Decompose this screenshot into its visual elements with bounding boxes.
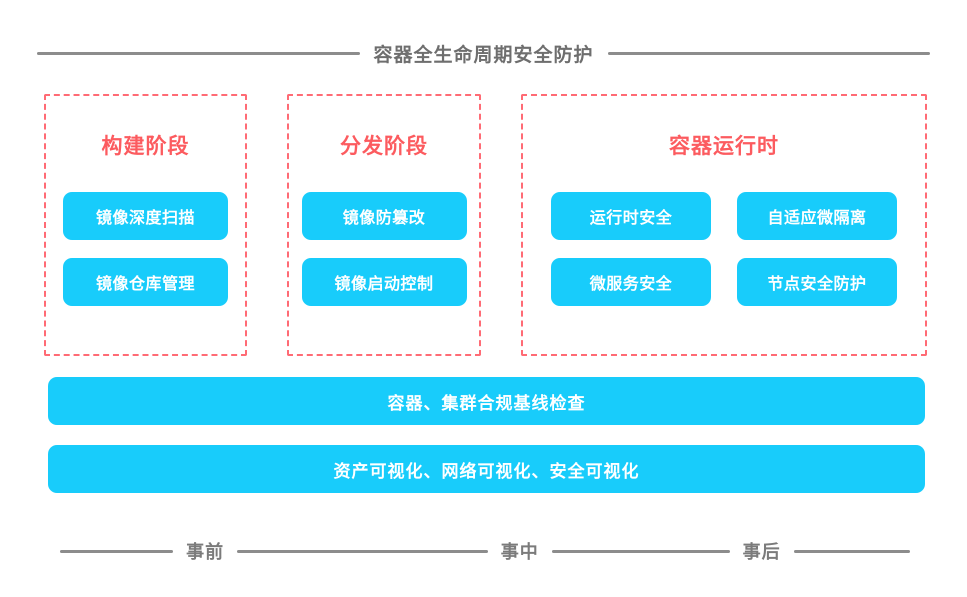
timeline-rule-1 [60,549,174,553]
title-rule-right [607,51,931,55]
capability-chip[interactable]: 镜像仓库管理 [63,258,228,306]
page-title-banner: 容器全生命周期安全防护 [37,38,931,68]
phase-panel-build: 构建阶段 镜像深度扫描 镜像仓库管理 [44,94,247,356]
phase-title-delivery: 分发阶段 [340,135,428,158]
page-title: 容器全生命周期安全防护 [373,44,594,66]
capability-chip[interactable]: 运行时安全 [551,192,711,240]
capability-chip[interactable]: 镜像防篡改 [301,192,467,240]
phase-panel-delivery: 分发阶段 镜像防篡改 镜像启动控制 [287,94,481,356]
timeline-rule-4 [793,549,911,553]
phase-title-runtime: 容器运行时 [669,135,779,158]
timeline-rule-2 [237,549,488,553]
capability-chip[interactable]: 镜像深度扫描 [63,192,228,240]
timeline-stage-during: 事中 [500,542,539,562]
platform-capability-bars: 容器、集群合规基线检查 资产可视化、网络可视化、安全可视化 [48,377,925,493]
capability-bar-compliance[interactable]: 容器、集群合规基线检查 [48,377,925,425]
capability-chip[interactable]: 自适应微隔离 [737,192,897,240]
timeline-rule-3 [551,549,730,553]
capability-chip[interactable]: 节点安全防护 [737,258,897,306]
timeline-stage-after: 事后 [742,542,781,562]
phase-title-build: 构建阶段 [101,135,190,158]
phase-items-build: 镜像深度扫描 镜像仓库管理 [63,192,228,306]
title-rule-left [37,51,360,55]
phase-items-delivery: 镜像防篡改 镜像启动控制 [301,192,467,306]
timeline-stage-before: 事前 [186,542,225,562]
phase-panel-runtime: 容器运行时 运行时安全 自适应微隔离 微服务安全 节点安全防护 [521,94,927,356]
capability-bar-visualization[interactable]: 资产可视化、网络可视化、安全可视化 [48,445,925,493]
capability-chip[interactable]: 微服务安全 [551,258,711,306]
capability-chip[interactable]: 镜像启动控制 [301,258,467,306]
phase-panels: 构建阶段 镜像深度扫描 镜像仓库管理 分发阶段 镜像防篡改 镜像启动控制 容器运… [44,94,927,356]
phase-items-runtime: 运行时安全 自适应微隔离 微服务安全 节点安全防护 [551,192,897,306]
lifecycle-timeline: 事前 事中 事后 [60,538,911,564]
